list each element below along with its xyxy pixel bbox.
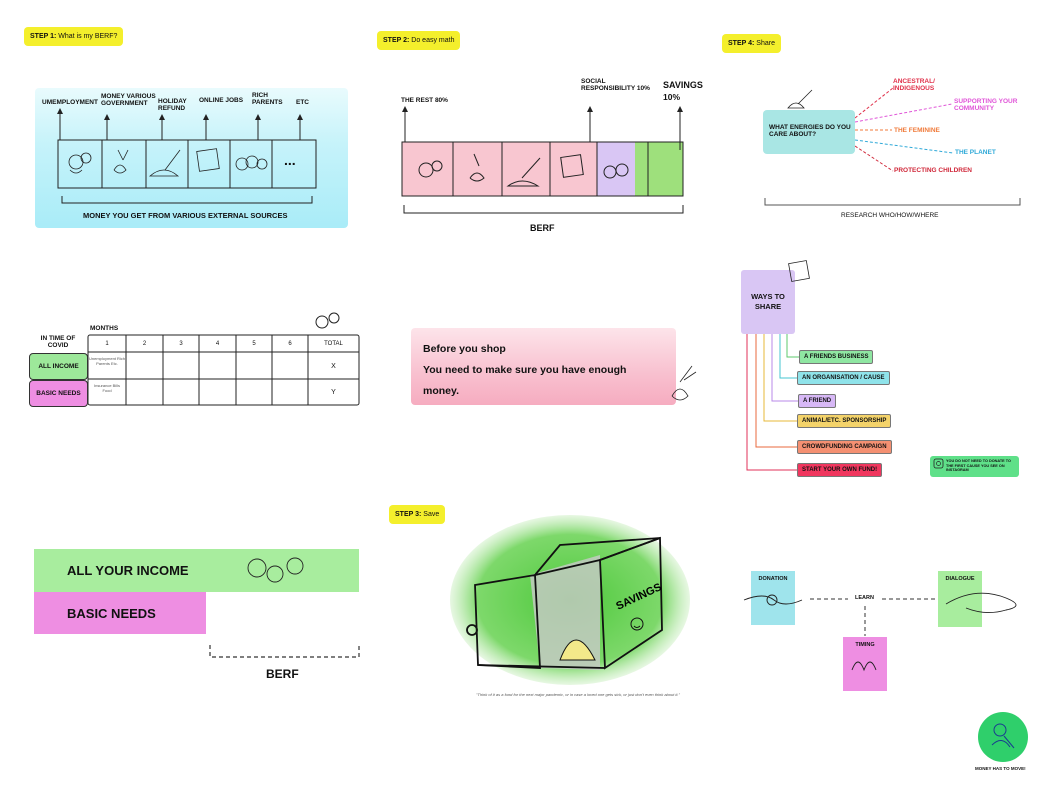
step-2-label: STEP 2: Do easy math	[377, 31, 461, 50]
energy-planet: THE PLANET	[955, 149, 996, 156]
energies-question-box	[763, 110, 855, 154]
shop-line-1: Before you shop	[423, 343, 506, 355]
all-income-bar	[34, 549, 359, 592]
donation-label: DONATION	[758, 576, 788, 582]
donation-box	[751, 571, 795, 625]
col-4: 4	[215, 341, 220, 347]
source-label-online: ONLINE JOBS	[199, 97, 244, 104]
timing-label: TIMING	[855, 642, 875, 648]
source-label-etc: ETC	[296, 99, 309, 106]
way-crowdfunding: CROWDFUNDING CAMPAIGN	[797, 440, 892, 454]
sources-caption: MONEY YOU GET FROM VARIOUS EXTERNAL SOUR…	[83, 211, 288, 220]
energy-ancestral: ANCESTRAL/ INDIGENOUS	[893, 78, 935, 93]
instagram-note	[930, 456, 1019, 477]
income-berf-label: BERF	[266, 667, 299, 681]
col-5: 5	[252, 341, 256, 347]
step-1-label: STEP 1: What is my BERF?	[24, 27, 124, 46]
col-2: 2	[142, 341, 147, 347]
energy-community: SUPPORTING YOUR COMMUNITY	[954, 98, 1018, 113]
step-4-label: STEP 4: Share	[722, 34, 781, 53]
source-label-government: MONEY VARIOUS GOVERNMENT	[101, 93, 156, 108]
row-basic-needs-total: Y	[331, 389, 336, 396]
research-label: RESEARCH WHO/HOW/WHERE	[841, 212, 939, 219]
step-3-label: STEP 3: Save	[389, 505, 446, 524]
timing-box	[843, 637, 887, 691]
dialogue-label: DIALOGUE	[945, 576, 975, 582]
savings-pct: 10%	[663, 92, 681, 102]
ways-title: WAYS TO SHARE	[751, 292, 785, 311]
ways-title-box	[741, 270, 795, 334]
sources-panel	[35, 88, 348, 228]
ellipsis: ...	[284, 152, 296, 168]
way-friends-business: A FRIENDS BUSINESS	[799, 350, 874, 364]
all-income-label: ALL YOUR INCOME	[67, 563, 189, 578]
source-label-parents: RICH PARENTS	[252, 92, 283, 107]
covid-label: IN TIME OF COVID	[40, 335, 76, 350]
energy-feminine: THE FEMININE	[894, 127, 940, 134]
source-label-unemployment: UMEMPLOYMENT	[42, 99, 98, 106]
learn-label: LEARN	[855, 595, 874, 601]
berf-label: BERF	[530, 223, 555, 233]
row-basic-needs-note: Insurance Bills Food	[93, 383, 120, 393]
row-basic-needs-label: BASIC NEEDS	[29, 380, 88, 407]
col-total: TOTAL	[324, 341, 343, 347]
col-3: 3	[179, 341, 183, 347]
col-1: 1	[105, 341, 109, 347]
dialogue-box	[938, 571, 982, 627]
row-all-income-note: Unemployment Rich Parents Etc.	[89, 356, 126, 366]
energies-question: WHAT ENERGIES DO YOU CARE ABOUT?	[769, 124, 851, 139]
shop-line-3: money.	[423, 385, 459, 397]
way-sponsorship: ANIMAL/ETC. SPONSORSHIP	[797, 414, 892, 428]
way-friend: A FRIEND	[798, 394, 837, 408]
way-organisation: AN ORGANISATION / CAUSE	[797, 371, 890, 385]
shop-line-2: You need to make sure you have enough	[423, 364, 627, 376]
col-6: 6	[288, 341, 292, 347]
row-all-income-total: X	[331, 363, 336, 370]
savings-quote: "Think of it as a fund for the next majo…	[476, 692, 680, 697]
basic-needs-label: BASIC NEEDS	[67, 606, 156, 621]
energy-children: PROTECTING CHILDREN	[894, 167, 972, 174]
months-label: MONTHS	[90, 325, 119, 332]
basic-needs-bar	[34, 592, 206, 634]
rest-label: THE REST 80%	[401, 97, 448, 104]
footer-text: MONEY HAS TO MOVE!	[975, 766, 1026, 771]
savings-title: SAVINGS	[663, 80, 703, 90]
social-label: SOCIAL RESPONSIBILITY 10%	[581, 78, 650, 93]
source-label-holiday: HOLIDAY REFUND	[158, 98, 187, 113]
instagram-note-text: YOU DO NOT NEED TO DONATE TO THE FIRST C…	[946, 459, 1011, 473]
row-all-income-label: ALL INCOME	[29, 353, 88, 380]
shop-box	[411, 328, 676, 405]
way-own-fund: START YOUR OWN FUND!	[797, 463, 883, 477]
